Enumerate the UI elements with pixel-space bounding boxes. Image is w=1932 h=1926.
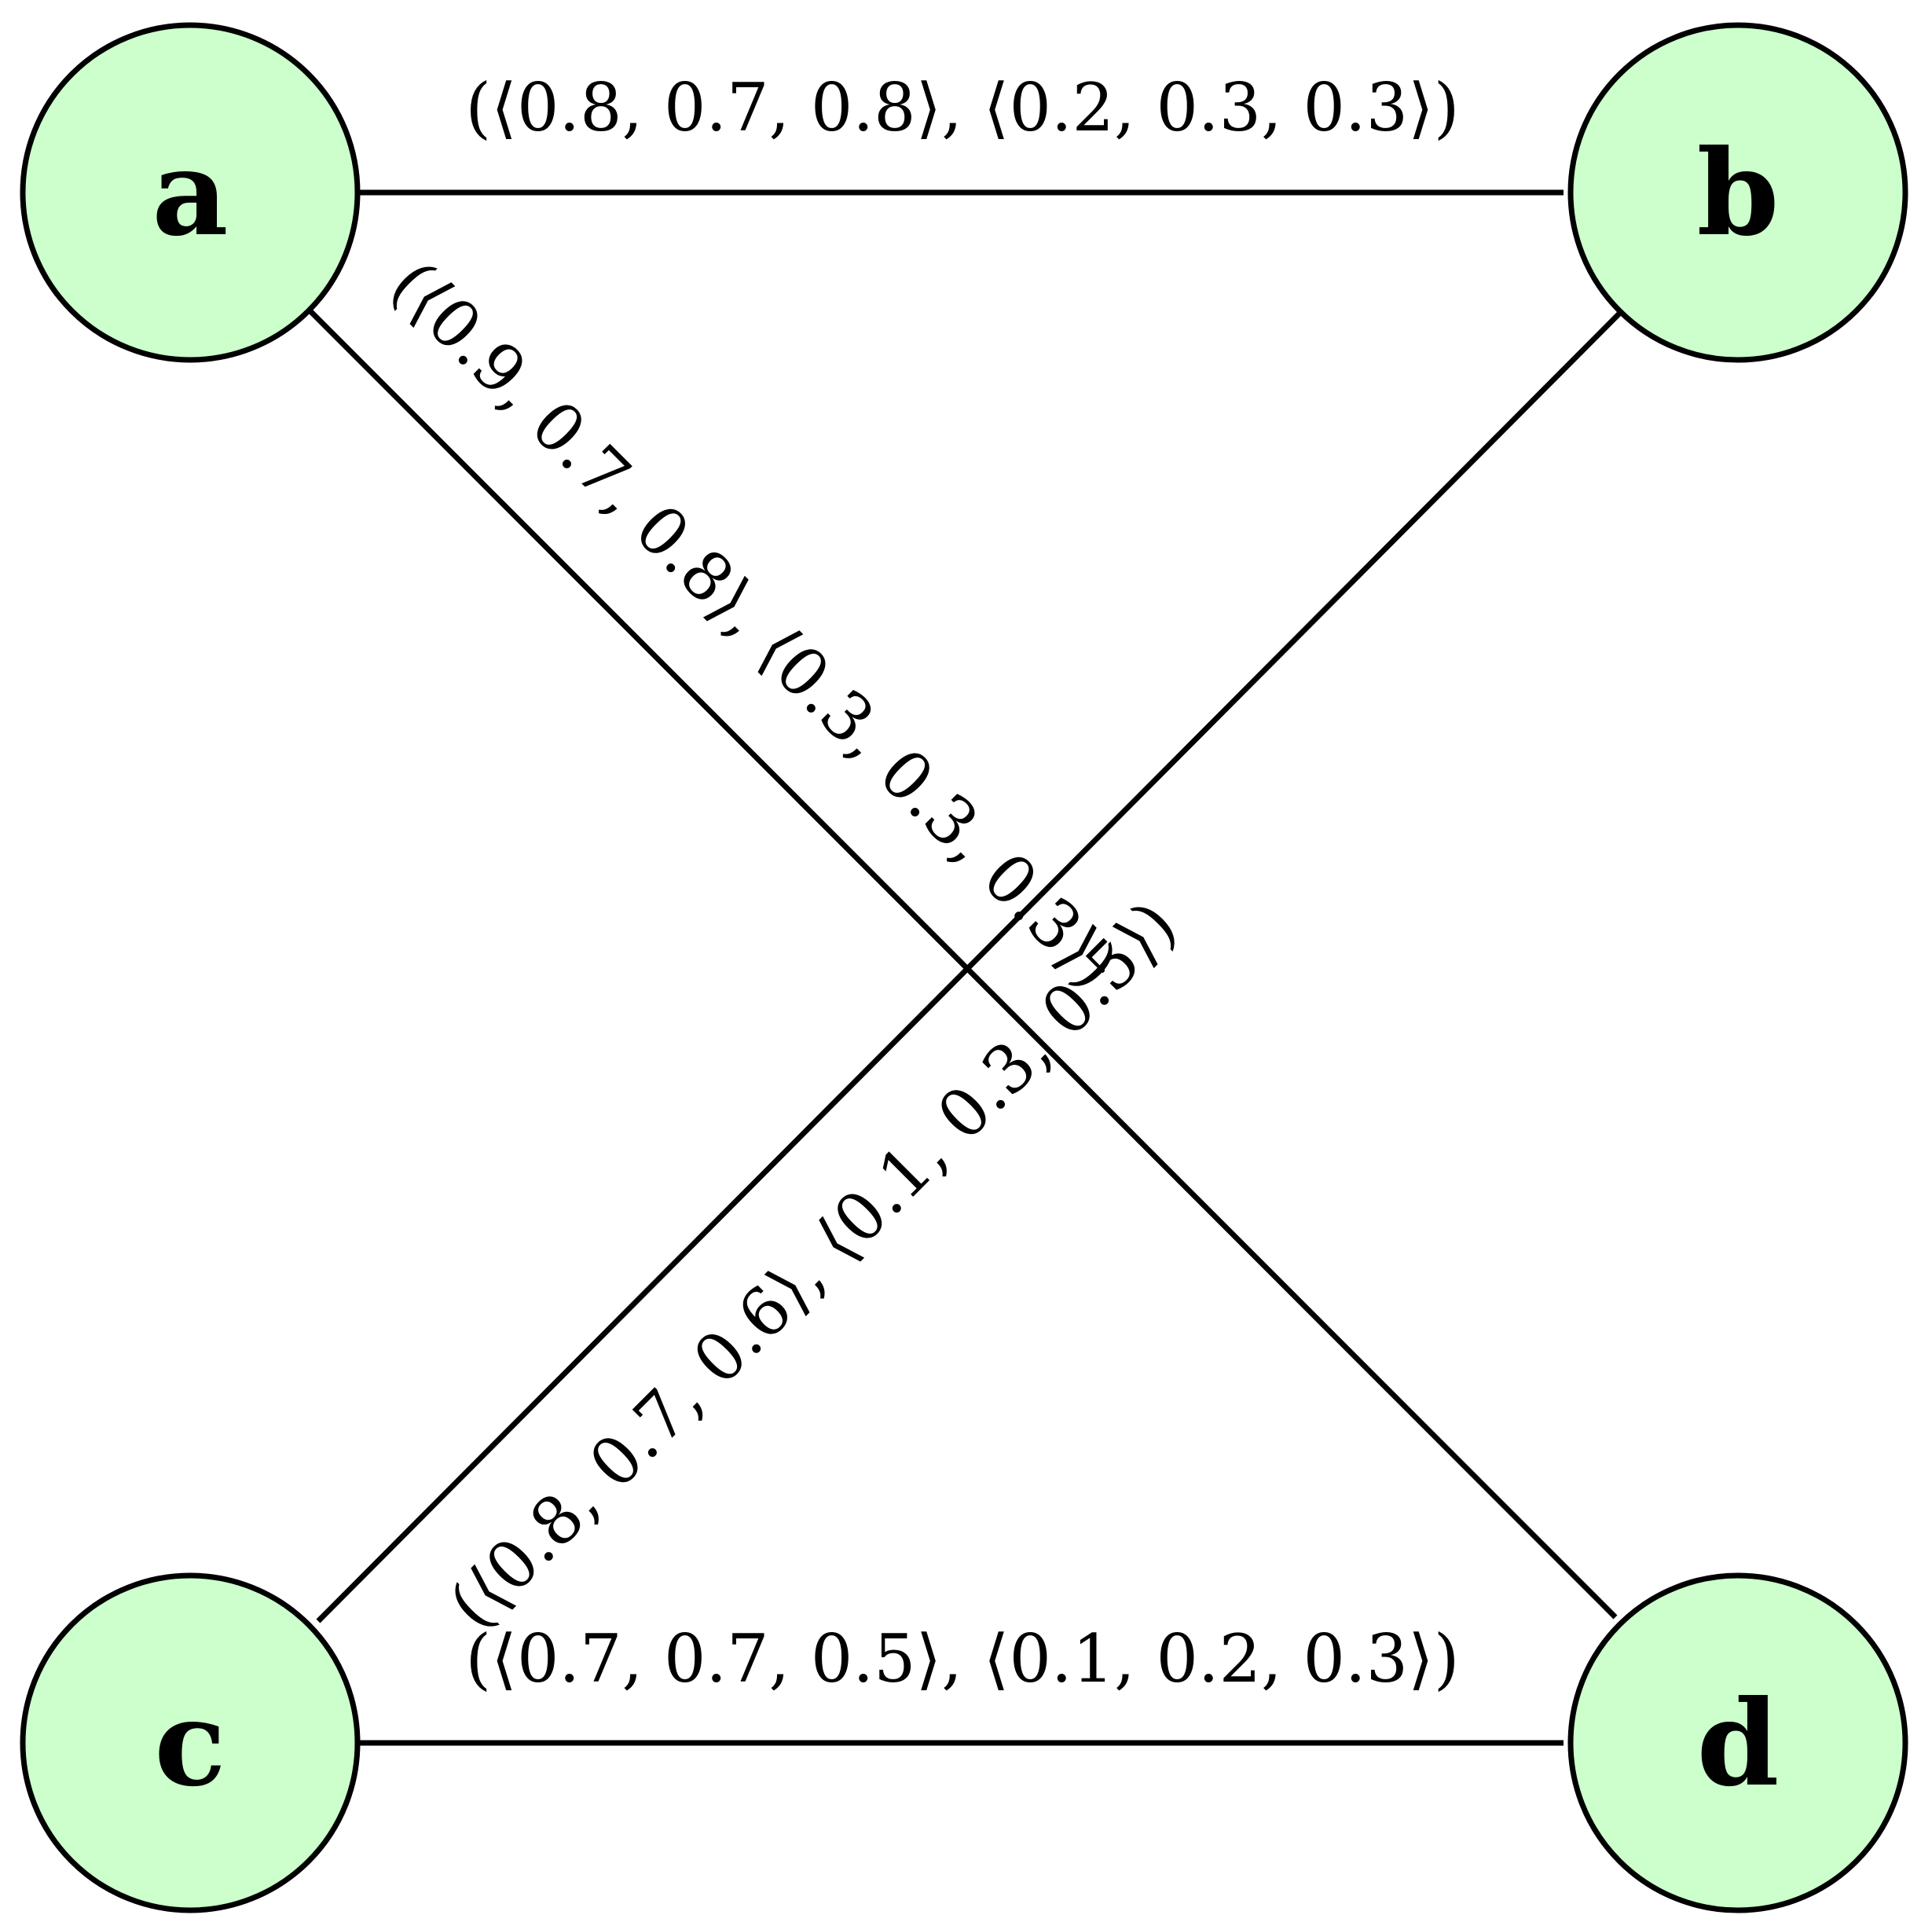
edge-label-c-d: (⟨0.7, 0.7, 0.5⟩, ⟨0.1, 0.2, 0.3⟩) xyxy=(465,1620,1459,1697)
edge-labels: (⟨0.8, 0.7, 0.8⟩, ⟨0.2, 0.3, 0.3⟩) (⟨0.9… xyxy=(376,69,1460,1697)
node-b-circle xyxy=(1567,22,1908,363)
node-b[interactable]: b xyxy=(1567,22,1908,363)
node-c[interactable]: c xyxy=(20,1572,361,1913)
node-b-label: b xyxy=(1697,124,1780,262)
node-c-label: c xyxy=(154,1675,225,1813)
node-a-label: a xyxy=(152,124,228,262)
node-d-label: d xyxy=(1697,1675,1780,1813)
node-d-circle xyxy=(1567,1572,1908,1913)
edge-label-a-b: (⟨0.8, 0.7, 0.8⟩, ⟨0.2, 0.3, 0.3⟩) xyxy=(465,69,1459,146)
edge-label-c-b: (⟨0.8, 0.7, 0.6⟩, ⟨0.1, 0.3, 0.5⟩) xyxy=(434,886,1192,1644)
node-a-circle xyxy=(20,22,361,363)
edge-a-d xyxy=(306,306,1618,1620)
node-c-circle xyxy=(20,1572,361,1913)
edges xyxy=(306,189,1626,1746)
node-d[interactable]: d xyxy=(1567,1572,1908,1913)
edge-c-b xyxy=(316,307,1626,1623)
node-a[interactable]: a xyxy=(20,22,361,363)
edge-label-a-d: (⟨0.9, 0.7, 0.8⟩, ⟨0.3, 0.3, 0.3⟩) xyxy=(376,246,1134,1003)
